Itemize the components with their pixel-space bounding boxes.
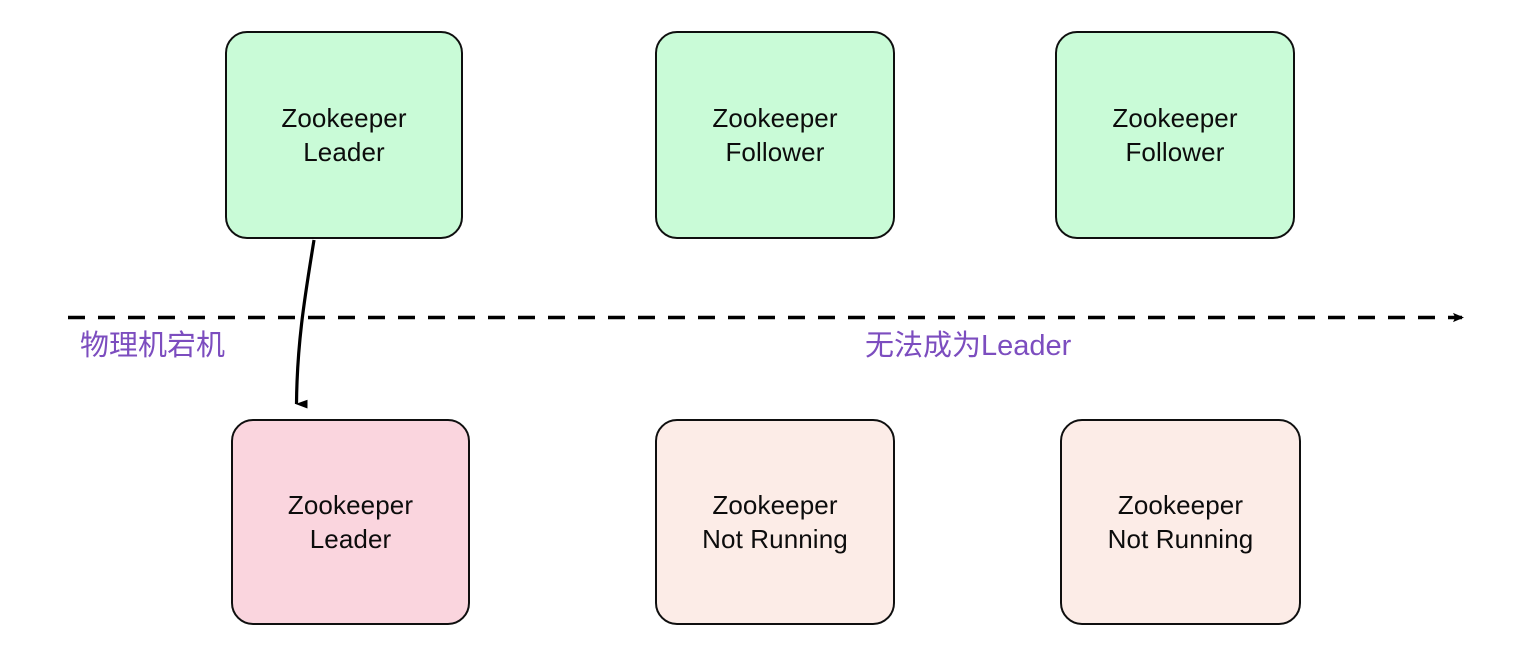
node-label: Zookeeper Leader — [287, 489, 414, 554]
node-zk-notrunning-1[interactable]: Zookeeper Not Running — [655, 419, 895, 625]
node-zk-follower-top-2[interactable]: Zookeeper Follower — [1055, 31, 1295, 239]
annotation-cannot-become-leader: 无法成为Leader — [865, 330, 1072, 362]
node-label: Zookeeper Not Running — [1107, 489, 1254, 554]
node-zk-leader-top[interactable]: Zookeeper Leader — [225, 31, 463, 239]
node-label: Zookeeper Follower — [1112, 102, 1238, 167]
node-label: Zookeeper Not Running — [702, 489, 848, 554]
node-zk-follower-top-1[interactable]: Zookeeper Follower — [655, 31, 895, 239]
node-zk-leader-bottom[interactable]: Zookeeper Leader — [231, 419, 470, 625]
node-zk-notrunning-2[interactable]: Zookeeper Not Running — [1060, 419, 1301, 625]
node-label: Zookeeper Follower — [712, 102, 838, 167]
annotation-machine-down: 物理机宕机 — [80, 330, 226, 362]
leader-failover-arrow — [294, 239, 316, 409]
node-label: Zookeeper Leader — [281, 102, 407, 167]
